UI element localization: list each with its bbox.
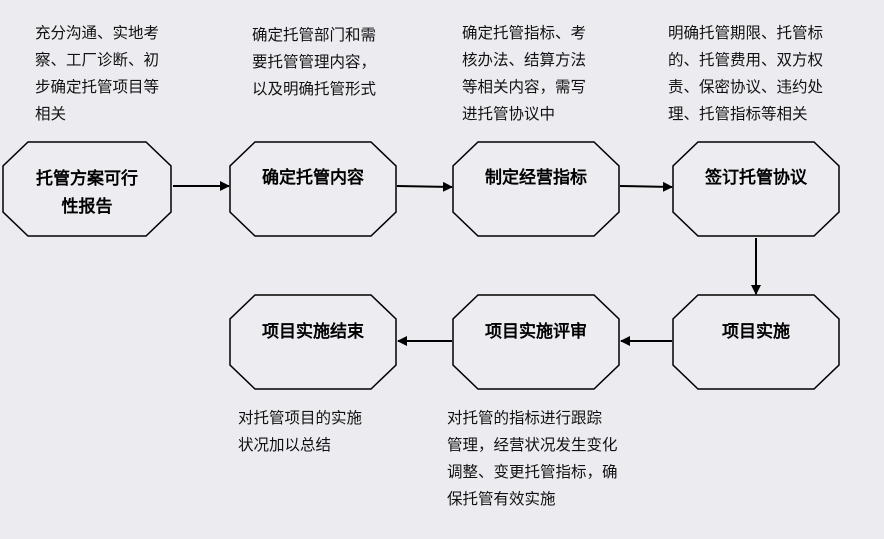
arrow-indicators-to-agreement (619, 181, 673, 192)
node-content-label: 确定托管内容 (262, 167, 364, 188)
arrow-content-to-indicators (396, 181, 453, 192)
node-feasibility: 托管方案可行 性报告 (2, 141, 172, 237)
desc-feasibility: 充分沟通、实地考 察、工厂诊断、初 步确定托管项目等 相关 (35, 24, 160, 123)
node-closing-label: 项目实施结束 (262, 321, 364, 342)
desc-content: 确定托管部门和需 要托管管理内容， 以及明确托管形式 (252, 26, 377, 98)
node-indicators: 制定经营指标 (452, 141, 620, 237)
node-implementation-label: 项目实施 (722, 321, 790, 342)
node-feasibility-label-1: 托管方案可行 (36, 168, 138, 189)
node-agreement-label: 签订托管协议 (704, 167, 808, 188)
node-content: 确定托管内容 (229, 141, 397, 237)
node-feasibility-label-2: 性报告 (62, 196, 113, 217)
node-agreement: 签订托管协议 (672, 141, 840, 237)
node-closing: 项目实施结束 (229, 294, 397, 390)
desc-review: 对托管的指标进行跟踪 管理，经营状况发生变化 调整、变更托管指标，确 保托管有效… (447, 409, 618, 508)
node-indicators-label: 制定经营指标 (485, 167, 587, 188)
node-review: 项目实施评审 (452, 294, 620, 390)
desc-indicators: 确定托管指标、考 核办法、结算方法 等相关内容，需写 进托管协议中 (462, 24, 587, 123)
desc-agreement: 明确托管期限、托管标 的、托管费用、双方权 责、保密协议、违约处 理、托管指标等… (668, 24, 824, 123)
desc-closing: 对托管项目的实施 状况加以总结 (238, 409, 363, 454)
node-review-label: 项目实施评审 (485, 321, 587, 342)
node-implementation: 项目实施 (672, 294, 840, 390)
